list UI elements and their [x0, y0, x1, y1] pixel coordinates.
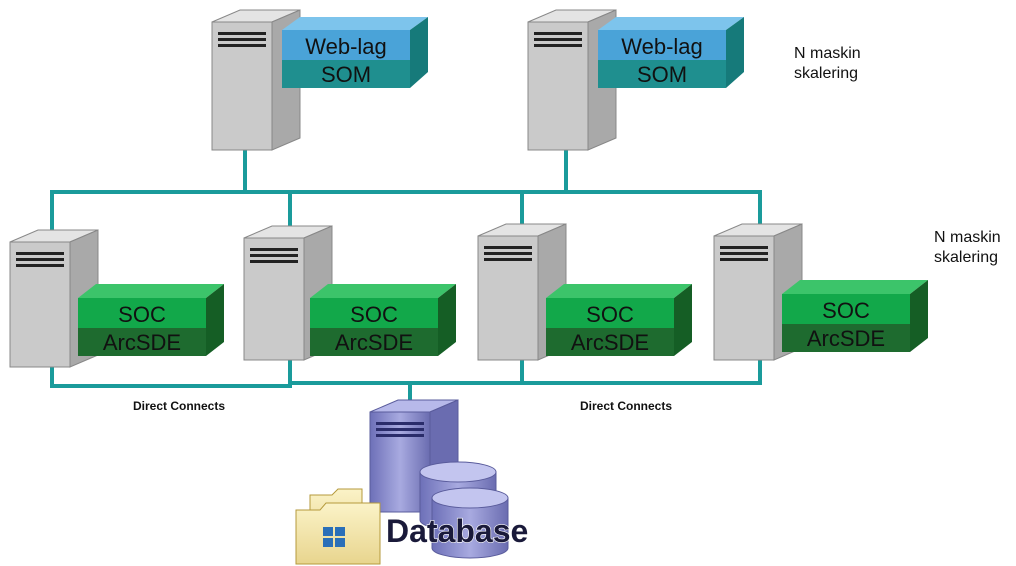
soc-label: SOC	[586, 302, 634, 327]
soc-arcsde-box: SOC ArcSDE	[78, 284, 224, 356]
soc-label: SOC	[118, 302, 166, 327]
som-label: SOM	[321, 62, 371, 87]
server-tower-icon	[527, 9, 617, 151]
web-tier-scaling-note: N maskin skalering	[794, 45, 861, 82]
web-lag-som-box: Web-lag SOM	[282, 17, 428, 88]
server-tower-icon	[477, 223, 567, 361]
soc-arcsde-box: SOC ArcSDE	[310, 284, 456, 356]
soc-label: SOC	[822, 298, 870, 323]
soc-server-2: SOC ArcSDE	[243, 225, 456, 361]
database-label: Database	[386, 513, 528, 549]
som-label: SOM	[637, 62, 687, 87]
database-group: Database	[295, 399, 529, 565]
arcsde-label: ArcSDE	[335, 330, 413, 355]
database-server-icon	[369, 399, 459, 513]
direct-connects-right-label: Direct Connects	[580, 399, 672, 413]
web-lag-label: Web-lag	[305, 34, 387, 59]
arcsde-label: ArcSDE	[103, 330, 181, 355]
scaling-note-line-2: skalering	[794, 65, 858, 82]
soc-arcsde-box: SOC ArcSDE	[546, 284, 692, 356]
web-lag-label: Web-lag	[621, 34, 703, 59]
scaling-note-line-1: N maskin	[794, 45, 861, 62]
arcsde-label: ArcSDE	[807, 326, 885, 351]
web-server-2: Web-lag SOM	[527, 9, 744, 151]
soc-label: SOC	[350, 302, 398, 327]
folder-icon	[295, 488, 381, 565]
windows-logo-icon	[323, 527, 345, 547]
soc-server-4: SOC ArcSDE	[713, 223, 928, 361]
soc-tier-scaling-note: N maskin skalering	[934, 229, 1001, 266]
soc-arcsde-box: SOC ArcSDE	[782, 280, 928, 352]
web-server-1: Web-lag SOM	[211, 9, 428, 151]
web-lag-som-box: Web-lag SOM	[598, 17, 744, 88]
scaling-note-line-1: N maskin	[934, 229, 1001, 246]
database-cylinder-icon	[419, 461, 509, 559]
soc-server-1: SOC ArcSDE	[9, 229, 224, 368]
arcsde-label: ArcSDE	[571, 330, 649, 355]
soc-server-3: SOC ArcSDE	[477, 223, 692, 361]
network-lines	[50, 148, 762, 402]
scaling-note-line-2: skalering	[934, 249, 998, 266]
direct-connects-left-label: Direct Connects	[133, 399, 225, 413]
